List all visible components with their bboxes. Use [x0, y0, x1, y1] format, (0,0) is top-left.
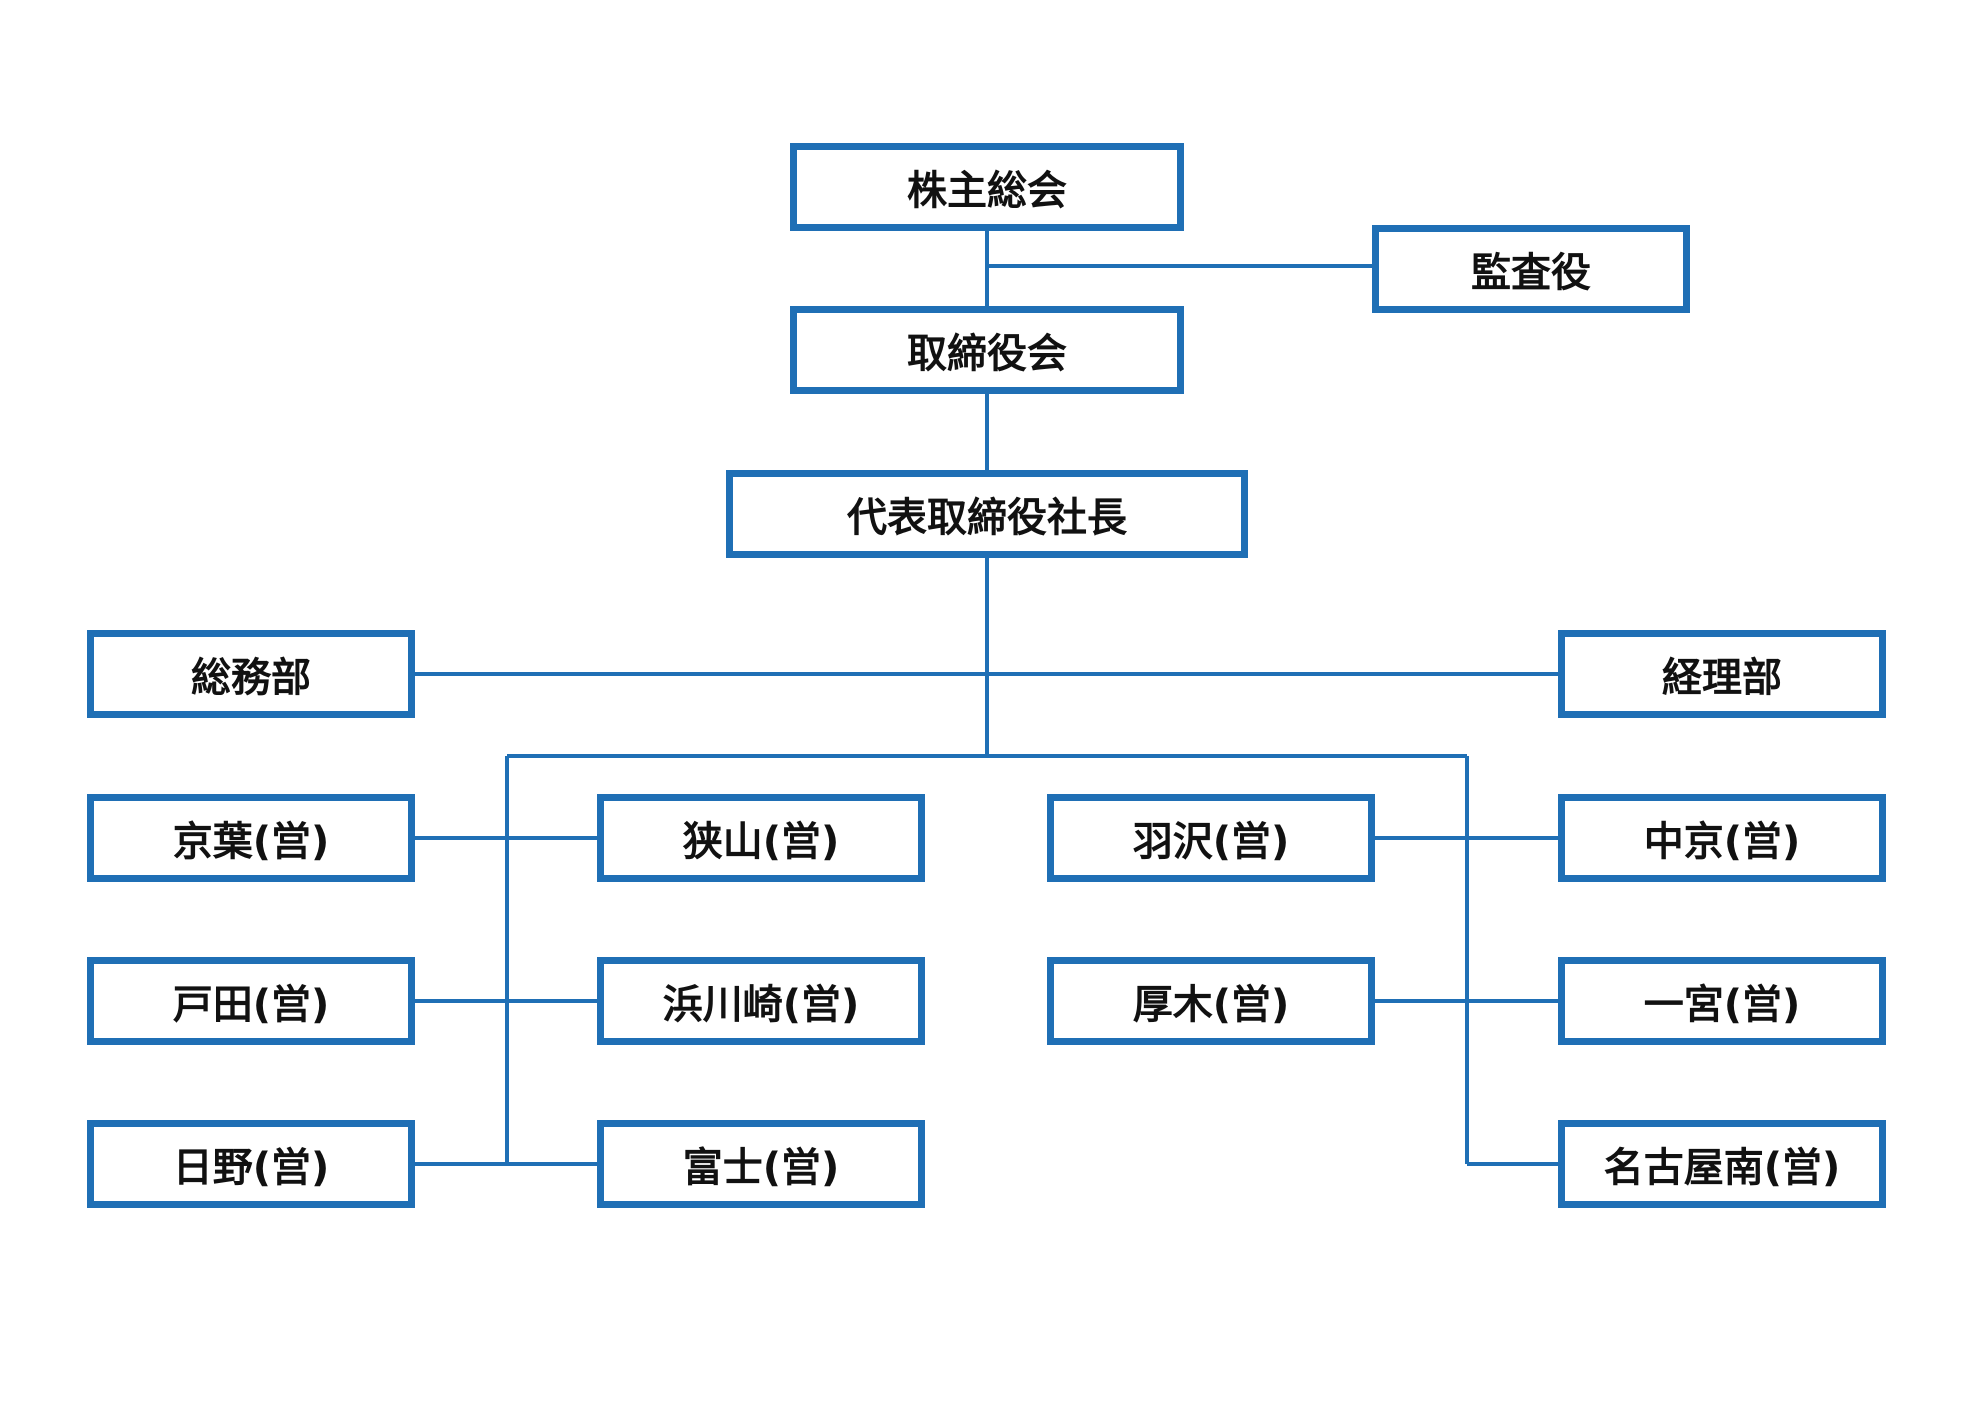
node-board: 取締役会: [790, 306, 1184, 394]
node-office-nagoyaminami: 名古屋南(営): [1558, 1120, 1886, 1208]
node-president: 代表取締役社長: [726, 470, 1248, 558]
node-office-keiyo: 京葉(営): [87, 794, 415, 882]
node-office-sayama: 狭山(営): [597, 794, 925, 882]
node-office-atsugi: 厚木(営): [1047, 957, 1375, 1045]
node-office-fuji: 富士(営): [597, 1120, 925, 1208]
node-general-affairs: 総務部: [87, 630, 415, 718]
node-office-chukyo: 中京(営): [1558, 794, 1886, 882]
node-auditor: 監査役: [1372, 225, 1690, 313]
node-accounting: 経理部: [1558, 630, 1886, 718]
node-office-hamakawasaki: 浜川崎(営): [597, 957, 925, 1045]
node-office-ichinomiya: 一宮(営): [1558, 957, 1886, 1045]
node-shareholders: 株主総会: [790, 143, 1184, 231]
node-office-hino: 日野(営): [87, 1120, 415, 1208]
node-office-toda: 戸田(営): [87, 957, 415, 1045]
node-office-hamura: 羽沢(営): [1047, 794, 1375, 882]
